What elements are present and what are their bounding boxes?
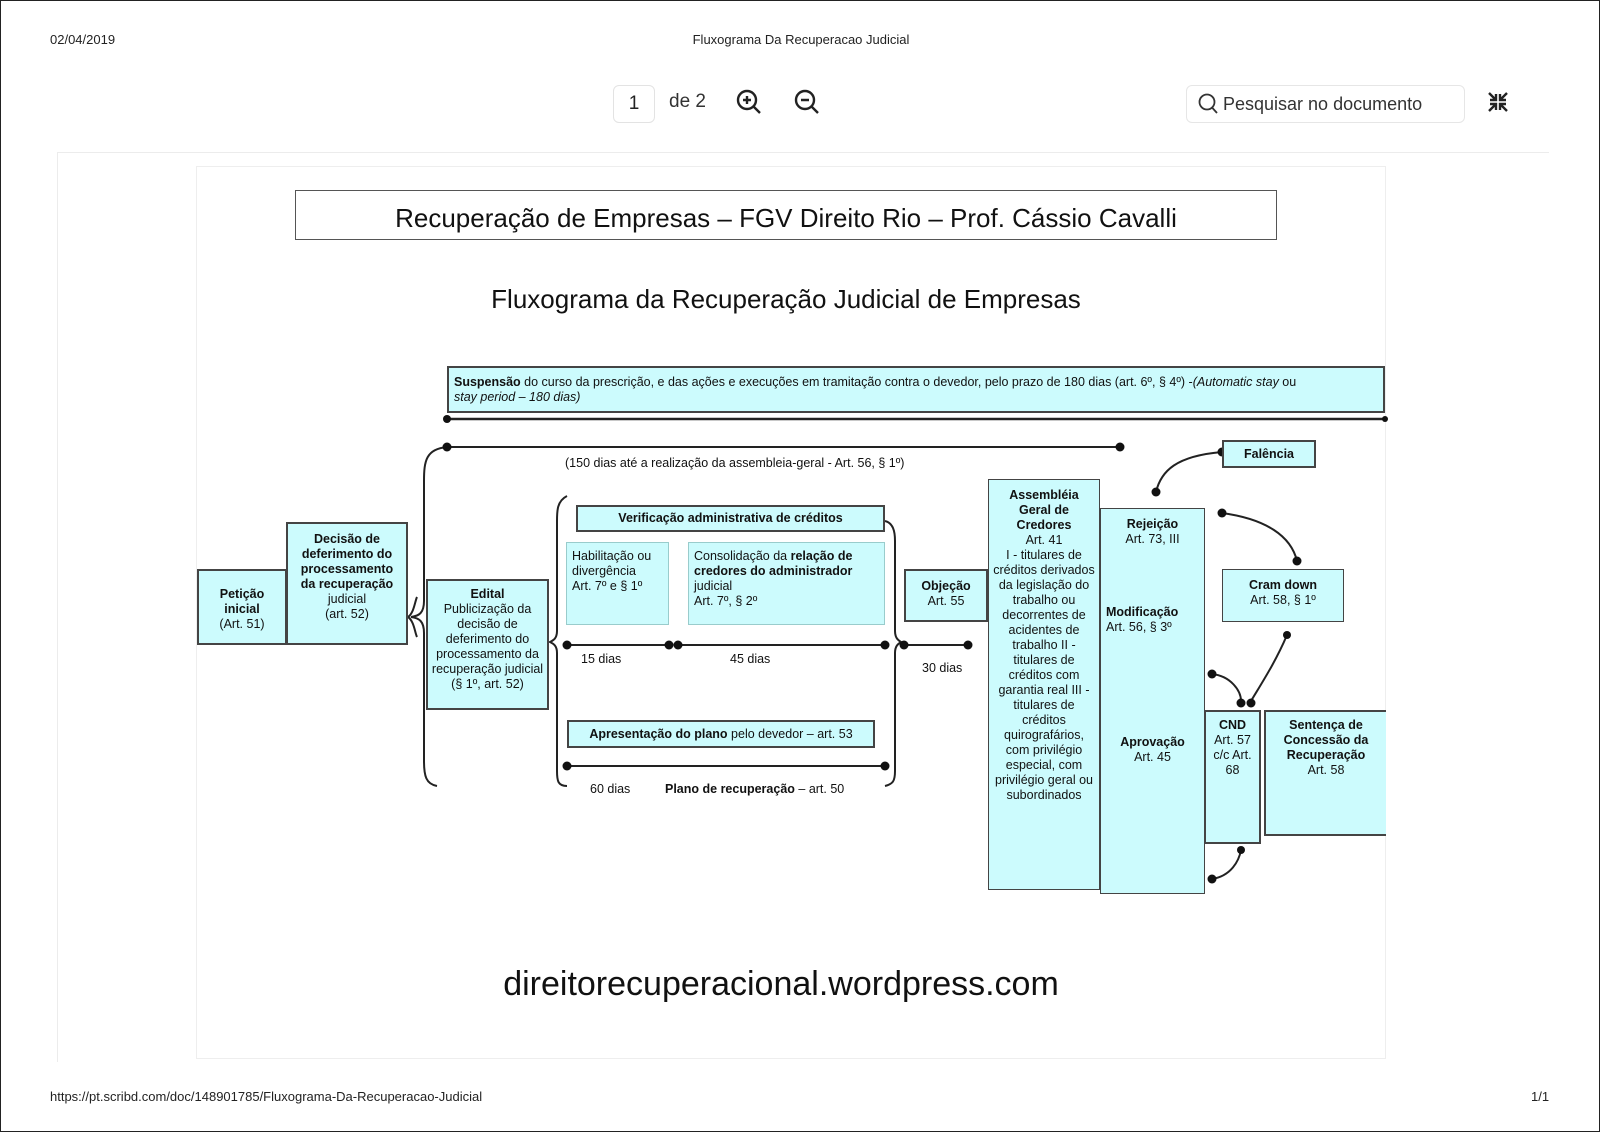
site-link: direitorecuperacional.wordpress.com: [503, 965, 1059, 1003]
footer-url[interactable]: https://pt.scribd.com/doc/148901785/Flux…: [50, 1089, 483, 1104]
consolidacao-box: Consolidação da relação de credores do a…: [688, 542, 885, 625]
print-title: Fluxograma Da Recuperacao Judicial: [692, 32, 910, 47]
label-15-dias: 15 dias: [581, 652, 622, 666]
verificacao-box: Verificação administrativa de créditos: [576, 505, 885, 532]
apresentacao-box: Apresentação do plano pelo devedor – art…: [567, 720, 875, 748]
label-150-dias: (150 dias até a realização da assembleia…: [565, 456, 905, 470]
label-45-dias: 45 dias: [730, 652, 771, 666]
banner: Recuperação de Empresas – FGV Direito Ri…: [295, 190, 1277, 240]
print-date: 02/04/2019: [50, 32, 116, 47]
label-30-dias: 30 dias: [922, 661, 963, 675]
page-number-input[interactable]: 1: [613, 85, 655, 123]
zoom-in-icon[interactable]: [734, 87, 764, 117]
footer-page-count: 1/1: [1531, 1089, 1550, 1104]
flowchart-title: Fluxograma da Recuperação Judicial de Em…: [491, 284, 1081, 314]
search-placeholder: Pesquisar no documento: [1223, 93, 1423, 114]
peticao-inicial-box: Petição inicial(Art. 51): [197, 569, 287, 645]
falencia-box: Falência: [1222, 440, 1316, 468]
suspensao-box: Suspensão do curso da prescrição, e das …: [447, 366, 1385, 413]
collapse-icon[interactable]: [1485, 89, 1511, 115]
label-60-dias: 60 dias: [590, 782, 631, 796]
decisao-box: Decisão de deferimento do processamento …: [286, 522, 408, 645]
label-plano: Plano de recuperação – art. 50: [665, 782, 845, 796]
search-icon: [1198, 93, 1218, 114]
page-total: de 2: [669, 91, 706, 112]
search-input[interactable]: Pesquisar no documento: [1186, 85, 1465, 123]
zoom-out-icon[interactable]: [792, 87, 822, 117]
document-viewer[interactable]: [57, 152, 1549, 1062]
